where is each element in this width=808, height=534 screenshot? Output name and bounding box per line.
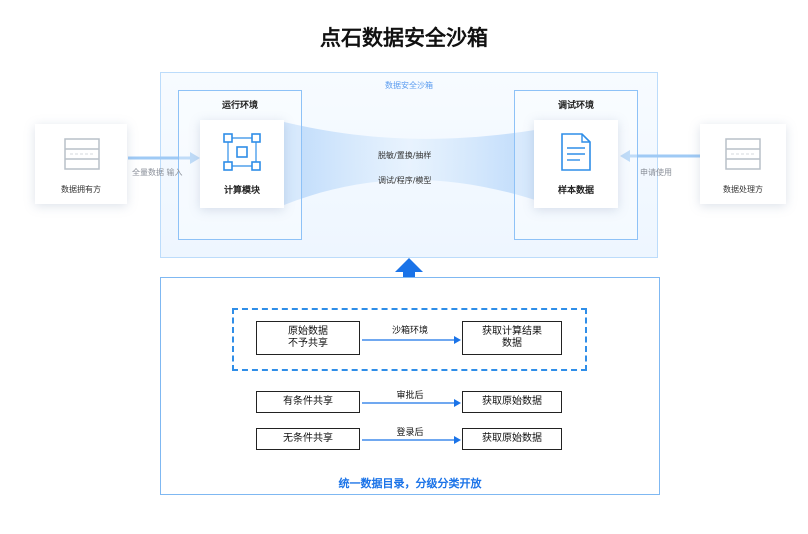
flow-label-top: 脱敏/置换/抽样	[378, 151, 432, 160]
owner-arrow-label: 全量数据 输入	[132, 168, 183, 177]
policy-source-box: 原始数据 不予共享	[256, 321, 360, 355]
run-env-label: 运行环境	[221, 101, 258, 111]
processor-arrow-label: 申请使用	[640, 168, 672, 177]
policy-source-box: 无条件共享	[256, 428, 360, 450]
policy-arrow-label: 登录后	[396, 428, 424, 438]
sandbox-policy-group	[232, 308, 587, 371]
flow-label-bottom: 调试/程序/模型	[378, 176, 432, 185]
page-title: 点石数据安全沙箱	[320, 26, 488, 50]
policy-result-box: 获取计算结果 数据	[462, 321, 562, 355]
right-arrow-icon	[362, 399, 461, 407]
policy-arrow-label: 沙箱环境	[391, 326, 428, 336]
table-icon	[64, 138, 100, 170]
right-arrow-icon	[362, 336, 461, 344]
sample-data-label: 样本数据	[557, 186, 594, 196]
policy-arrow-label: 审批后	[396, 391, 424, 401]
table-icon	[725, 138, 761, 170]
data-owner-card: 数据拥有方	[35, 124, 127, 204]
data-owner-label: 数据拥有方	[61, 185, 101, 194]
data-processor-card: 数据处理方	[700, 124, 786, 204]
network-icon	[223, 133, 261, 171]
right-arrow-icon	[362, 436, 461, 444]
directory-footer: 统一数据目录，分级分类开放	[338, 477, 482, 490]
policy-source-box: 有条件共享	[256, 391, 360, 413]
policy-result-box: 获取原始数据	[462, 428, 562, 450]
sandbox-label: 数据安全沙箱	[385, 81, 433, 90]
compute-module-card: 计算模块	[200, 120, 284, 208]
document-icon	[561, 133, 591, 171]
policy-result-box: 获取原始数据	[462, 391, 562, 413]
compute-module-label: 计算模块	[223, 186, 260, 196]
data-processor-label: 数据处理方	[723, 185, 763, 194]
debug-env-label: 调试环境	[557, 101, 594, 111]
sample-data-card: 样本数据	[534, 120, 618, 208]
directory-container	[160, 277, 660, 495]
